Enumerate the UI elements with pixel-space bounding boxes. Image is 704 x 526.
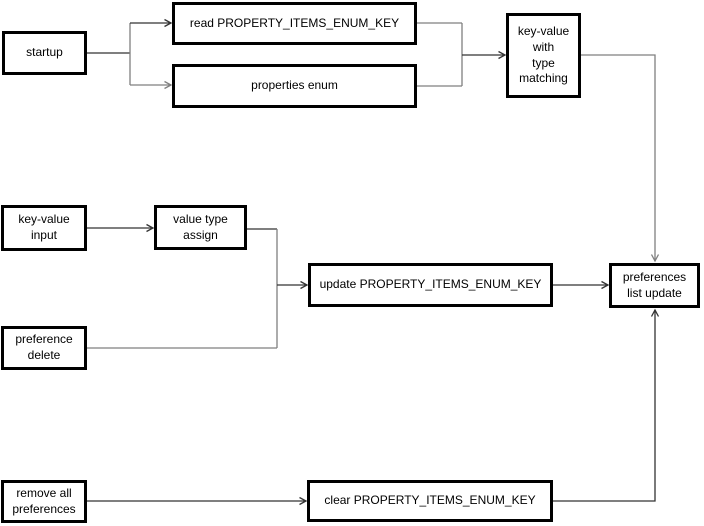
node-key-value-with-type-matching: key-value with type matching (506, 13, 581, 98)
node-preference-delete: preference delete (1, 326, 87, 370)
node-value-type-assign: value type assign (154, 205, 247, 250)
node-clear-property-items-enum-key: clear PROPERTY_ITEMS_ENUM_KEY (307, 480, 553, 522)
node-key-value-input: key-value input (1, 205, 87, 251)
edge-kv-matching-to-pref-list (581, 54, 660, 263)
node-properties-enum: properties enum (172, 64, 417, 108)
edge-clear-to-pref-list (553, 308, 660, 502)
node-preferences-list-update: preferences list update (609, 263, 700, 308)
node-remove-all-preferences: remove all preferences (1, 480, 87, 523)
node-read-property-items-enum-key: read PROPERTY_ITEMS_ENUM_KEY (172, 2, 417, 45)
node-startup: startup (2, 31, 87, 75)
node-update-property-items-enum-key: update PROPERTY_ITEMS_ENUM_KEY (308, 263, 553, 307)
